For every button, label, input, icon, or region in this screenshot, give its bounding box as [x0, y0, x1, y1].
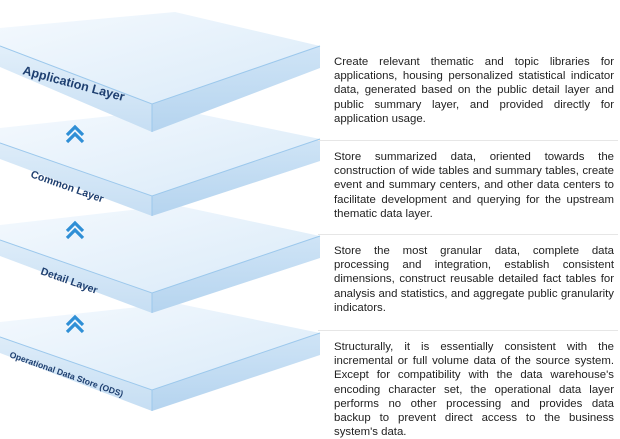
layer-description-detail: Store the most granular data, complete d…: [334, 245, 614, 314]
up-arrow-icon: [65, 220, 85, 240]
layer-slab-application: Application Layer: [0, 12, 321, 132]
up-arrow-icon: [65, 314, 85, 334]
layer-slab-detail: Detail Layer: [0, 205, 321, 313]
divider: [318, 330, 618, 331]
layer-description-common: Store summarized data, oriented towards …: [334, 151, 614, 220]
divider: [318, 234, 618, 235]
layer-description-ods: Structurally, it is essentially consiste…: [334, 341, 614, 439]
layer-stack-diagram: Operational Data Store (ODS) Detail Laye…: [0, 12, 321, 411]
layer-description-application: Create relevant thematic and topic libra…: [334, 56, 614, 125]
layer-slab-ods: Operational Data Store (ODS): [0, 303, 321, 411]
up-arrow-icon: [65, 124, 85, 144]
divider: [318, 140, 618, 141]
